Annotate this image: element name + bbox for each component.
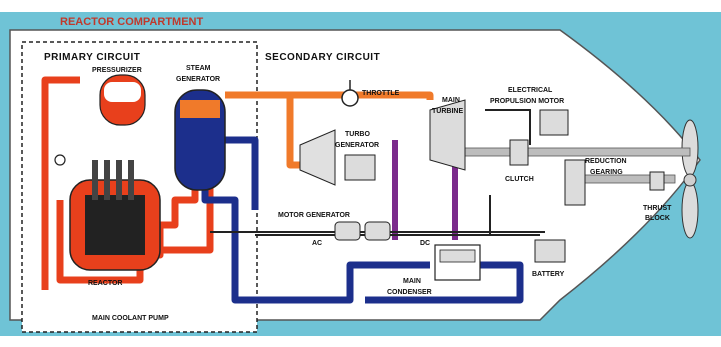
thrust-block-label-2: BLOCK	[645, 215, 670, 222]
reduction-gearing-label-1: REDUCTION	[585, 158, 627, 165]
main-condenser-label-1: MAIN	[403, 278, 421, 285]
electrical-motor-label-1: ELECTRICAL	[508, 87, 553, 94]
diagram-title: REACTOR COMPARTMENT	[60, 16, 203, 28]
reactor-label: REACTOR	[88, 280, 122, 287]
main-coolant-pump-label: MAIN COOLANT PUMP	[92, 315, 169, 322]
main-turbine-label-2: TURBINE	[432, 108, 463, 115]
clutch-label: CLUTCH	[505, 176, 534, 183]
clutch	[510, 140, 528, 165]
turbo-generator-label-1: TURBO	[345, 131, 370, 138]
top-margin	[0, 0, 721, 12]
thrust-block-label-1: THRUST	[643, 205, 672, 212]
motor-generator-label: MOTOR GENERATOR	[278, 212, 350, 219]
pressurizer	[100, 75, 145, 125]
electrical-propulsion-motor	[540, 110, 568, 135]
dc-label: DC	[420, 240, 430, 247]
main-condenser-label-2: CONDENSER	[387, 289, 432, 296]
battery-icon	[535, 240, 565, 262]
secondary-circuit-label: SECONDARY CIRCUIT	[265, 52, 380, 63]
primary-circuit-label: PRIMARY CIRCUIT	[44, 52, 140, 63]
main-condenser	[435, 245, 480, 280]
battery-label: BATTERY	[532, 271, 565, 278]
turbo-generator-label-2: GENERATOR	[335, 142, 379, 149]
steam-generator-label-2: GENERATOR	[176, 76, 220, 83]
electrical-motor-label-2: PROPULSION MOTOR	[490, 98, 564, 105]
steam-generator	[175, 90, 225, 190]
bottom-margin	[0, 336, 721, 347]
steam-generator-label-1: STEAM	[186, 65, 211, 72]
valve-icon	[55, 155, 65, 165]
pressurizer-label: PRESSURIZER	[92, 67, 142, 74]
propeller-icon	[682, 120, 698, 238]
reduction-gearing	[565, 160, 585, 205]
main-turbine-label-1: MAIN	[442, 97, 460, 104]
throttle-label: THROTTLE	[362, 90, 400, 97]
throttle-valve-icon	[342, 90, 358, 106]
thrust-block	[650, 172, 664, 190]
ac-label: AC	[312, 240, 322, 247]
reduction-gearing-label-2: GEARING	[590, 169, 623, 176]
